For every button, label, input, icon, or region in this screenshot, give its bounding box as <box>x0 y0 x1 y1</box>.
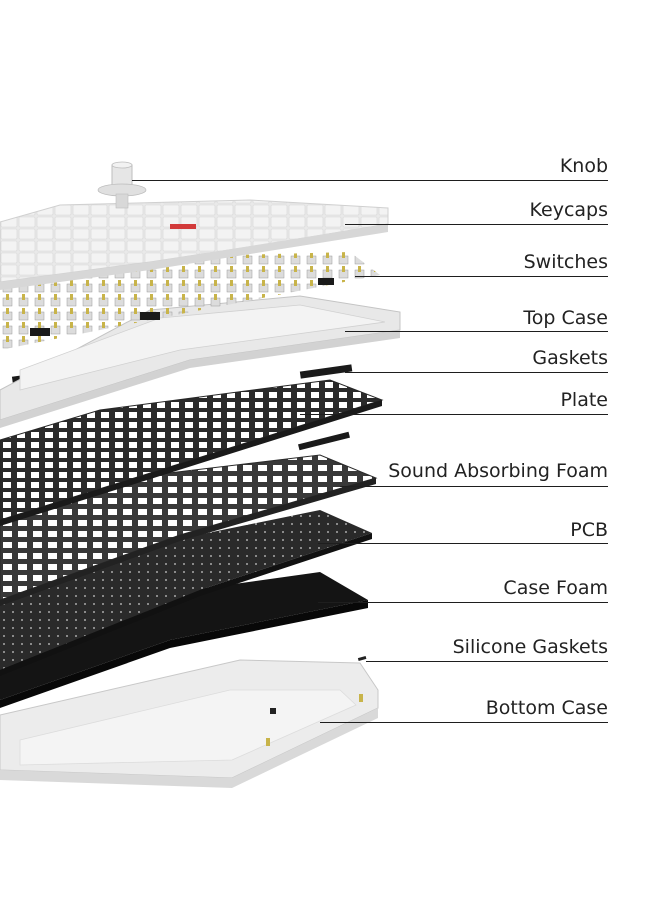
gaskets-leader-line <box>345 372 608 373</box>
label-silicone-gaskets: Silicone Gaskets <box>452 636 608 658</box>
label-plate: Plate <box>560 389 608 411</box>
label-bottom-case: Bottom Case <box>485 697 608 719</box>
sound-absorbing-foam-leader-line <box>340 486 608 487</box>
label-sound-absorbing-foam: Sound Absorbing Foam <box>388 460 608 482</box>
plate-part <box>0 379 384 526</box>
pcb-leader-line <box>318 543 608 544</box>
label-keycaps: Keycaps <box>529 199 609 221</box>
keycaps-leader-line <box>345 224 608 225</box>
label-switches: Switches <box>523 251 608 273</box>
plate-leader-line <box>300 414 608 415</box>
label-knob: Knob <box>559 155 608 177</box>
bottom-case-leader-line <box>320 722 608 723</box>
label-gaskets: Gaskets <box>532 347 608 369</box>
top-case-leader-line <box>345 331 608 332</box>
bottom-case-part <box>0 659 379 788</box>
silicone-gaskets-leader-line <box>366 661 608 662</box>
silicone-gaskets-part <box>357 655 367 661</box>
label-pcb: PCB <box>570 519 608 541</box>
label-case-foam: Case Foam <box>503 577 608 599</box>
switches-leader-line <box>355 276 608 277</box>
knob-part <box>97 161 147 209</box>
knob-leader-line <box>132 180 608 181</box>
label-top-case: Top Case <box>523 307 608 329</box>
pcb-part <box>0 510 372 676</box>
case-foam-leader-line <box>318 602 608 603</box>
case-foam-part <box>0 572 368 708</box>
